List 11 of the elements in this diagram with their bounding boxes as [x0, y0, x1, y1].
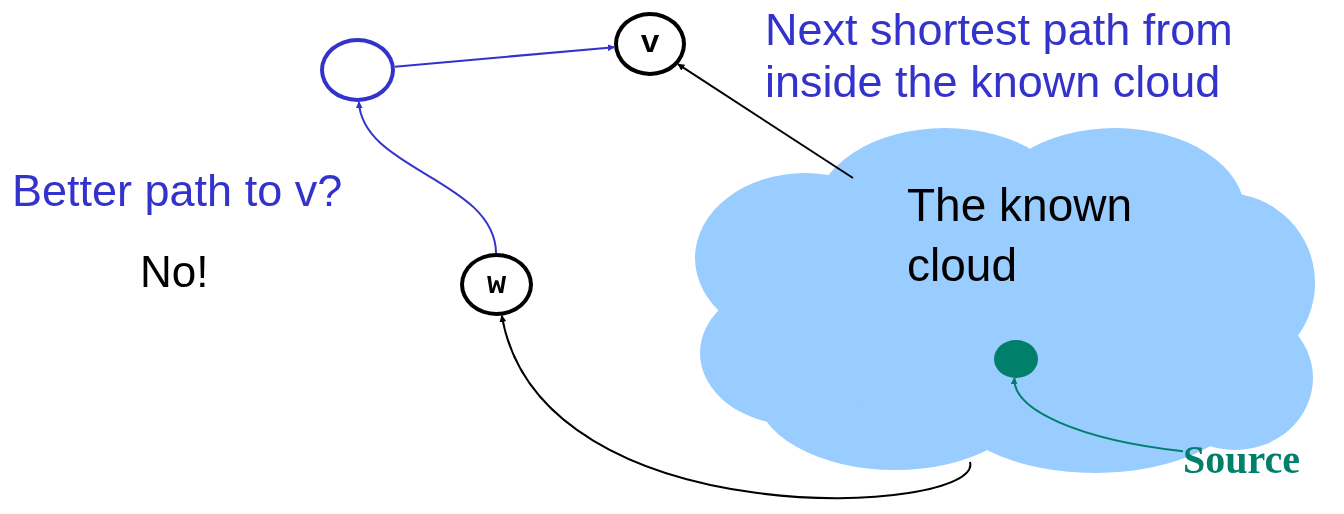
arrow [500, 314, 971, 499]
arrow [356, 101, 498, 254]
annotation-text: Better path to v? [12, 165, 343, 217]
vertex-letter: w [486, 268, 507, 301]
vertex-letter: v [640, 28, 660, 60]
cloud-title: The known cloud [907, 178, 1133, 293]
source-text: Source [1183, 440, 1301, 480]
annotation-text: No! [140, 247, 209, 298]
arrow [1011, 376, 1184, 453]
arrow [393, 44, 616, 68]
annotation-text: Next shortest path from inside the known cloud [765, 4, 1234, 108]
